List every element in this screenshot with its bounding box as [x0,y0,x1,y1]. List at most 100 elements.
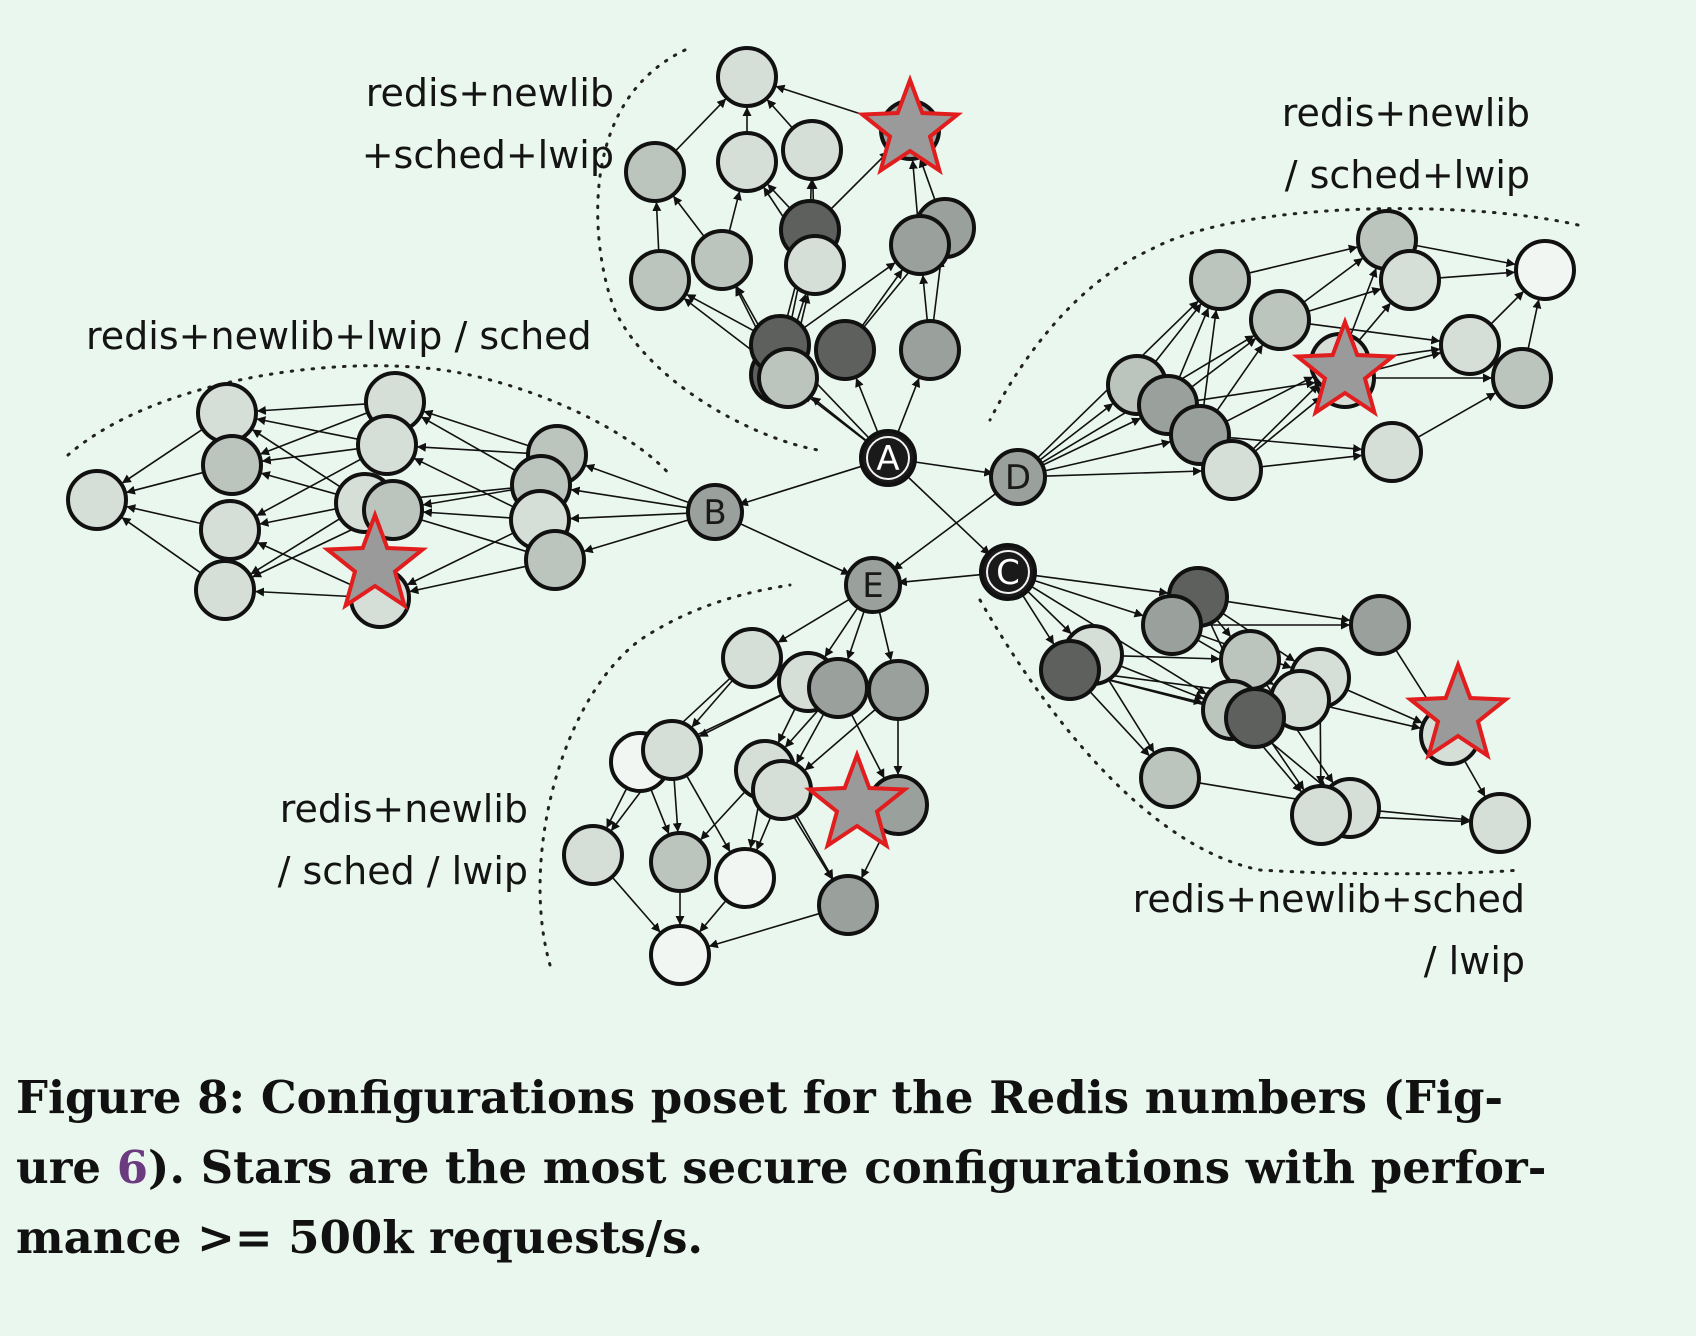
config-edge [1308,323,1441,345]
secure-config-stars [321,74,1512,851]
secure-config-star-icon [1291,316,1399,418]
config-edge [1378,810,1471,824]
config-edge [256,541,354,587]
config-edge [611,876,661,933]
hub-node-a [859,429,917,487]
config-edge [861,268,904,327]
config-edge [1270,741,1305,791]
hub-feed-edge [1041,439,1171,473]
config-edge [652,201,662,252]
config-node [1141,594,1203,656]
hub-feed-edge [855,377,880,436]
config-edge [1119,664,1205,700]
config-node [1379,249,1441,311]
config-node [1039,639,1101,701]
config-edge [850,713,886,779]
caption-line-2-pre: ure [16,1141,117,1194]
config-edge [1260,451,1363,468]
config-node [784,234,846,296]
cluster-label-bottom-right-line2: / lwip [1423,939,1525,983]
hub-feed-edge [1041,466,1203,477]
config-edge [1349,267,1378,337]
config-edge [674,98,727,152]
config-edge [918,158,936,201]
config-edge [1107,679,1155,754]
figure-caption: Figure 8: Configurations poset for the R… [16,1063,1676,1273]
config-node [1514,239,1576,301]
cluster-label-bottom-left-line2: / sched / lwip [277,849,528,893]
config-edge [1358,302,1392,342]
config-edge [250,517,341,575]
hub-feed-edge [1024,588,1073,635]
hub-node-ring [866,436,910,480]
config-edge [795,713,825,765]
secure-config-star-icon [1404,659,1512,761]
hub-node-c [979,543,1037,601]
hub-label-c: C [996,553,1020,593]
hub-node-d [989,448,1047,506]
secure-config-star-icon [856,74,964,176]
cluster-label-bottom-right: redis+newlib+sched / lwip [1095,868,1525,992]
config-edge [1225,375,1314,423]
cluster-label-right-top: redis+newlib / sched+lwip [1240,82,1530,206]
config-edge [650,788,670,835]
config-node [751,759,813,821]
config-node [1139,747,1201,809]
config-edge [691,679,734,728]
cluster-label-left: redis+newlib+lwip / sched [86,305,592,367]
hub-feed-edge [569,512,692,523]
config-edge [1346,688,1423,724]
config-edge [1228,436,1363,454]
config-edge [698,899,727,933]
config-edge [1328,705,1421,731]
config-node [194,559,256,621]
config-node [356,414,418,476]
hub-feed-edge [570,486,692,510]
config-edge [121,516,202,574]
secure-config-star-icon [803,749,911,851]
cluster-label-top: redis+newlib +sched+lwip [318,62,614,186]
config-edge [1215,618,1232,638]
config-edge [728,190,742,233]
config-edge [784,709,820,749]
config-edge [686,293,755,332]
config-edge [261,447,359,465]
config-node [691,229,753,291]
cluster-label-bottom-left-line1: redis+newlib [279,787,528,831]
config-edge [1252,383,1320,451]
config-node [1224,687,1286,749]
config-edge [1438,268,1516,279]
config-node [199,499,261,561]
figure-reference-link[interactable]: 6 [116,1141,149,1194]
config-node [899,319,961,381]
config-edge [1302,257,1364,304]
hub-label-b: B [703,493,726,533]
config-node [1290,784,1352,846]
config-node [1361,421,1423,483]
config-edge [1190,337,1257,389]
config-node [716,131,778,193]
config-edge [803,261,897,329]
config-node [196,382,258,444]
config-edge [413,457,515,508]
config-edge [806,179,816,202]
cluster-label-left-line1: redis+newlib+lwip / sched [86,314,592,358]
config-edge [777,707,797,744]
config-edge [422,508,512,519]
hub-feed-edge [810,396,870,444]
config-edge [919,274,929,322]
cluster-boundary [538,583,792,967]
config-edge [708,912,821,949]
caption-line-1: Figure 8: Configurations poset for the R… [16,1071,1504,1124]
hub-label-d: D [1005,458,1031,498]
hub-label-e: E [862,566,883,606]
config-edge [804,708,877,772]
config-node [562,824,624,886]
config-node [1349,594,1411,656]
config-edge [251,428,342,488]
config-edge [672,778,682,833]
hub-edge [911,460,994,477]
config-edge [251,521,368,578]
